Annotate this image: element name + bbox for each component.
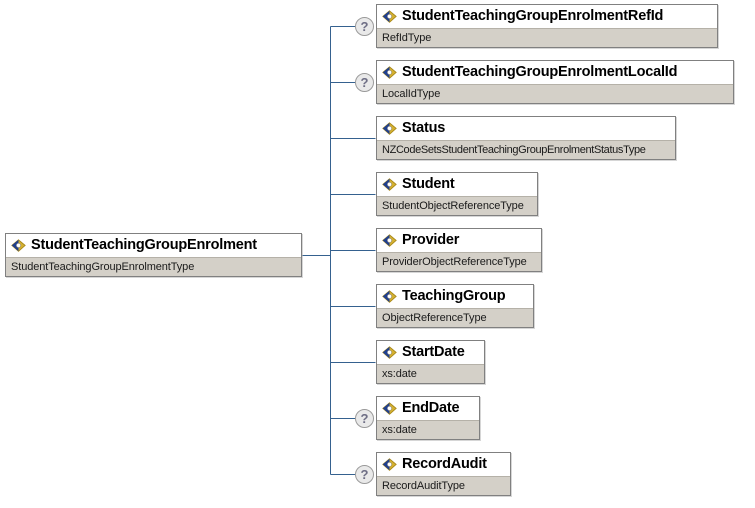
node-title-row: Student [377, 173, 537, 196]
node-enddate[interactable]: EndDate xs:date [376, 396, 480, 440]
element-icon [382, 177, 397, 191]
node-type-row: xs:date [377, 364, 484, 383]
node-root-label: StudentTeachingGroupEnrolment [31, 237, 257, 253]
node-type-label: ObjectReferenceType [382, 312, 487, 324]
node-type-label: RecordAuditType [382, 480, 465, 492]
node-startdate[interactable]: StartDate xs:date [376, 340, 485, 384]
node-title-row: StudentTeachingGroupEnrolmentRefId [377, 5, 717, 28]
element-icon [382, 121, 397, 135]
node-status[interactable]: Status NZCodeSetsStudentTeachingGroupEnr… [376, 116, 676, 160]
node-label: StudentTeachingGroupEnrolmentRefId [402, 8, 664, 24]
element-icon [382, 289, 397, 303]
node-label: Student [402, 176, 455, 192]
node-type-row: LocalIdType [377, 84, 733, 103]
node-root[interactable]: StudentTeachingGroupEnrolment StudentTea… [5, 233, 302, 277]
node-label: EndDate [402, 400, 460, 416]
node-type-label: ProviderObjectReferenceType [382, 256, 527, 268]
element-icon [382, 9, 397, 23]
node-label: Status [402, 120, 446, 136]
node-title-row: StartDate [377, 341, 484, 364]
node-root-type-label: StudentTeachingGroupEnrolmentType [11, 261, 195, 273]
node-label: RecordAudit [402, 456, 487, 472]
node-title-row: TeachingGroup [377, 285, 533, 308]
element-icon [382, 401, 397, 415]
node-root-title: StudentTeachingGroupEnrolment [6, 234, 301, 257]
node-studentteachinggroupenrolmentlocalid[interactable]: StudentTeachingGroupEnrolmentLocalId Loc… [376, 60, 734, 104]
node-type-label: xs:date [382, 424, 417, 436]
node-type-row: xs:date [377, 420, 479, 439]
node-type-row: NZCodeSetsStudentTeachingGroupEnrolmentS… [377, 140, 675, 159]
node-provider[interactable]: Provider ProviderObjectReferenceType [376, 228, 542, 272]
node-type-row: StudentObjectReferenceType [377, 196, 537, 215]
node-title-row: Status [377, 117, 675, 140]
node-title-row: RecordAudit [377, 453, 510, 476]
node-type-label: xs:date [382, 368, 417, 380]
node-label: StudentTeachingGroupEnrolmentLocalId [402, 64, 678, 80]
node-title-row: Provider [377, 229, 541, 252]
node-type-row: ProviderObjectReferenceType [377, 252, 541, 271]
node-teachinggroup[interactable]: TeachingGroup ObjectReferenceType [376, 284, 534, 328]
node-title-row: StudentTeachingGroupEnrolmentLocalId [377, 61, 733, 84]
element-icon [382, 233, 397, 247]
element-icon [382, 65, 397, 79]
node-type-label: LocalIdType [382, 88, 441, 100]
node-type-row: ObjectReferenceType [377, 308, 533, 327]
optional-marker-enddate[interactable]: ? [355, 409, 374, 428]
node-studentteachinggroupenrolmentrefid[interactable]: StudentTeachingGroupEnrolmentRefId RefId… [376, 4, 718, 48]
node-title-row: EndDate [377, 397, 479, 420]
optional-marker-recordaudit[interactable]: ? [355, 465, 374, 484]
node-type-row: RefIdType [377, 28, 717, 47]
node-label: StartDate [402, 344, 465, 360]
node-type-label: NZCodeSetsStudentTeachingGroupEnrolmentS… [382, 144, 646, 156]
optional-marker-studentteachinggroupenrolmentrefid[interactable]: ? [355, 17, 374, 36]
element-icon [382, 457, 397, 471]
node-type-label: StudentObjectReferenceType [382, 200, 524, 212]
node-student[interactable]: Student StudentObjectReferenceType [376, 172, 538, 216]
element-icon [11, 238, 26, 252]
optional-marker-studentteachinggroupenrolmentlocalid[interactable]: ? [355, 73, 374, 92]
node-root-type-row: StudentTeachingGroupEnrolmentType [6, 257, 301, 276]
node-type-label: RefIdType [382, 32, 432, 44]
element-icon [382, 345, 397, 359]
node-label: TeachingGroup [402, 288, 506, 304]
node-label: Provider [402, 232, 460, 248]
node-type-row: RecordAuditType [377, 476, 510, 495]
node-recordaudit[interactable]: RecordAudit RecordAuditType [376, 452, 511, 496]
